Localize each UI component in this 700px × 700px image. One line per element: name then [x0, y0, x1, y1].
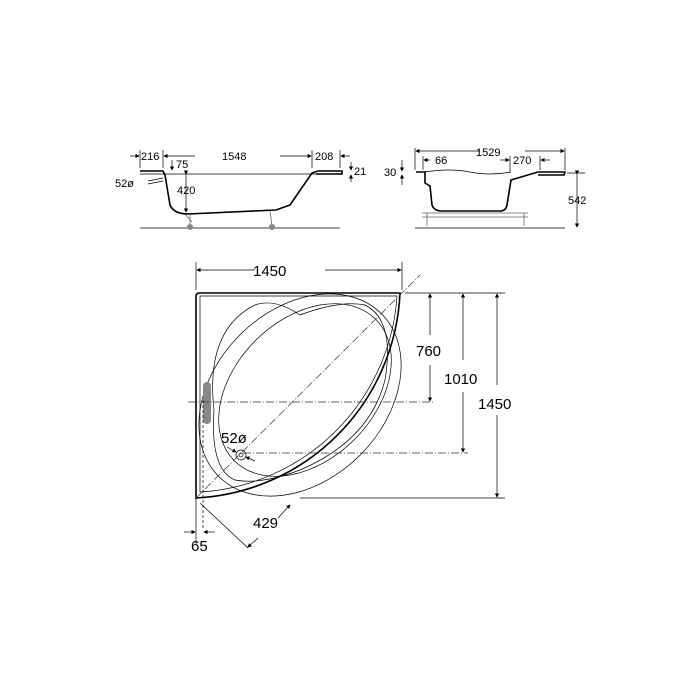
dim-30: 30 [384, 167, 396, 179]
dim-21: 21 [354, 166, 366, 178]
plan-view: 1450 760 1010 1450 52ø 429 65 [184, 262, 511, 555]
dim-66: 66 [435, 155, 447, 167]
frame [422, 212, 528, 226]
side-view-width: 1529 66 270 30 542 [384, 147, 586, 229]
dim-75: 75 [176, 159, 188, 171]
dim-760: 760 [416, 343, 441, 360]
tub-basin [218, 303, 392, 477]
overflow-pipe [147, 177, 164, 185]
side-view-length: 216 1548 208 75 21 52ø 420 [115, 150, 366, 230]
dim-542: 542 [568, 195, 586, 207]
dim-width-1450: 1450 [253, 263, 286, 280]
diagonal-axis [195, 274, 421, 499]
dim-420: 420 [177, 185, 195, 197]
tub-profile [416, 171, 567, 212]
drain [235, 449, 247, 461]
dim-1529: 1529 [476, 147, 500, 159]
dim-216: 216 [141, 151, 159, 163]
dim-208: 208 [315, 151, 333, 163]
dim-270: 270 [513, 155, 531, 167]
dim-1010: 1010 [444, 371, 477, 388]
tub-profile [140, 170, 343, 215]
dim-drain-52: 52ø [221, 430, 247, 447]
dim-429: 429 [253, 515, 278, 532]
dim-65: 65 [191, 538, 208, 555]
tub-rim-inner [212, 302, 388, 482]
dim-depth-1450: 1450 [478, 396, 511, 413]
handle [203, 382, 211, 424]
dim-52-diameter: 52ø [115, 178, 134, 190]
tub-outline [195, 292, 401, 499]
dim-1548: 1548 [222, 151, 246, 163]
